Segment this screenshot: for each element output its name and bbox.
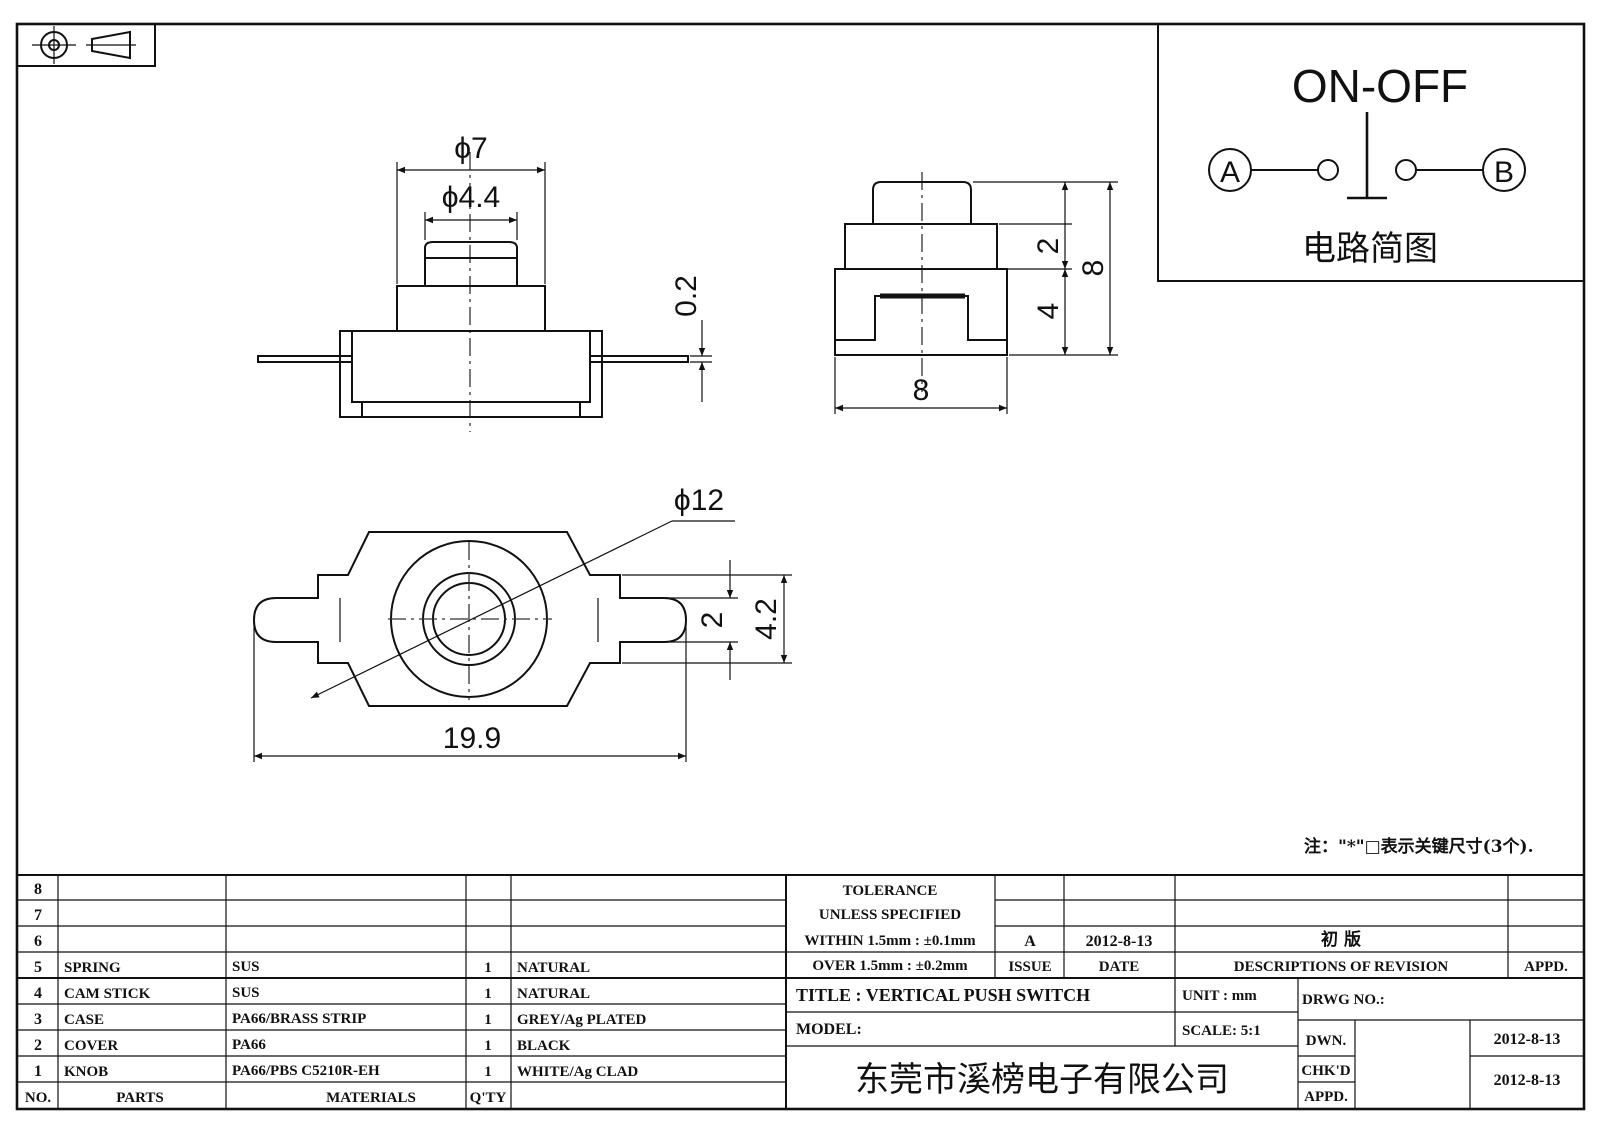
parts-rows-6-qty: 1 bbox=[484, 1038, 492, 1054]
parts-rows-4-qty: 1 bbox=[484, 986, 492, 1002]
dim-top-tab-width: 4.2 bbox=[750, 598, 783, 640]
drawing-title: TITLE : VERTICAL PUSH SWITCH bbox=[796, 985, 1090, 1005]
table-row: 1 KNOB PA66/PBS C5210R-EH 1 WHITE/Ag CLA… bbox=[34, 1063, 638, 1080]
table-row: 7 bbox=[34, 907, 42, 924]
parts-rows-0-no: 8 bbox=[34, 881, 42, 898]
dim-front-lead-thickness: 0.2 bbox=[670, 275, 703, 317]
table-row: 3 CASE PA66/BRASS STRIP 1 GREY/Ag PLATED bbox=[34, 1011, 646, 1028]
projection-symbol-icon bbox=[16, 23, 156, 67]
schematic-title: ON-OFF bbox=[1292, 60, 1468, 112]
title-block-chkd-label: CHK'D bbox=[1301, 1063, 1350, 1079]
table-row: 8 bbox=[34, 881, 42, 898]
key-dimension-note: 注："*"□表示关键尺寸(3个). bbox=[1304, 836, 1534, 857]
table-row: 4 CAM STICK SUS 1 NATURAL bbox=[34, 985, 590, 1002]
parts-rows-7-material: PA66/PBS C5210R-EH bbox=[232, 1063, 380, 1079]
parts-rows-5-qty: 1 bbox=[484, 1012, 492, 1028]
terminal-a-label: A bbox=[1220, 156, 1240, 189]
revision-issue-label: ISSUE bbox=[1008, 959, 1051, 975]
front-view: ϕ7 ϕ4.4 0.2 bbox=[257, 132, 712, 432]
dim-side-base-height: 4 bbox=[1032, 303, 1065, 320]
title-block-model-label: MODEL: bbox=[796, 1021, 862, 1038]
parts-header-part: PARTS bbox=[116, 1090, 164, 1106]
dim-top-overall-length: 19.9 bbox=[443, 722, 501, 755]
parts-list: 8 7 6 5 SPRING SUS 1 NATURAL 4 CAM STICK… bbox=[25, 881, 647, 1106]
circuit-schematic: ON-OFF A B 电路简图 bbox=[1157, 23, 1585, 282]
parts-rows-7-finish: WHITE/Ag CLAD bbox=[517, 1064, 638, 1080]
dim-front-d-inner: ϕ4.4 bbox=[442, 181, 501, 214]
parts-rows-3-no: 5 bbox=[34, 959, 42, 976]
title-block-appd-label: APPD. bbox=[1304, 1089, 1348, 1105]
parts-rows-2-no: 6 bbox=[34, 933, 42, 950]
dim-side-total-height: 8 bbox=[1077, 260, 1110, 277]
schematic-caption: 电路简图 bbox=[1302, 229, 1438, 269]
parts-rows-7-qty: 1 bbox=[484, 1064, 492, 1080]
parts-rows-6-material: PA66 bbox=[232, 1037, 266, 1053]
title-block-drwg-no: DRWG NO.: bbox=[1302, 992, 1385, 1008]
top-view: ϕ12 2 4.2 19.9 bbox=[252, 484, 792, 762]
parts-rows-5-material: PA66/BRASS STRIP bbox=[232, 1011, 366, 1027]
parts-rows-5-part: CASE bbox=[64, 1012, 104, 1028]
company-name: 东莞市溪榜电子有限公司 bbox=[855, 1060, 1229, 1100]
revision-desc-label: DESCRIPTIONS OF REVISION bbox=[1234, 959, 1449, 975]
parts-rows-4-material: SUS bbox=[232, 985, 260, 1001]
dim-front-d-outer: ϕ7 bbox=[454, 132, 488, 165]
title-block-chkd-date: 2012-8-13 bbox=[1494, 1072, 1561, 1089]
table-row: 2 COVER PA66 1 BLACK bbox=[34, 1037, 571, 1054]
tolerance-line1: TOLERANCE bbox=[843, 883, 938, 899]
dim-top-d-outer: ϕ12 bbox=[674, 484, 724, 517]
parts-rows-4-no: 4 bbox=[34, 985, 42, 1002]
revision-description: 初 版 bbox=[1321, 929, 1361, 950]
parts-rows-4-part: CAM STICK bbox=[64, 986, 151, 1002]
dim-side-width: 8 bbox=[913, 374, 930, 407]
parts-rows-5-no: 3 bbox=[34, 1011, 42, 1028]
tolerance-block: TOLERANCE UNLESS SPECIFIED WITHIN 1.5mm … bbox=[804, 883, 976, 974]
dim-side-button-height: 2 bbox=[1032, 238, 1065, 255]
table-header: NO. PARTS MATERIALS Q'TY bbox=[25, 1090, 507, 1106]
title-block-dwn-date: 2012-8-13 bbox=[1494, 1031, 1561, 1048]
tolerance-line3: WITHIN 1.5mm : ±0.1mm bbox=[804, 933, 976, 949]
parts-rows-6-finish: BLACK bbox=[517, 1038, 571, 1054]
title-block-unit: UNIT : mm bbox=[1182, 988, 1257, 1004]
parts-rows-4-finish: NATURAL bbox=[517, 986, 590, 1002]
parts-rows-3-part: SPRING bbox=[64, 960, 121, 976]
revision-date: 2012-8-13 bbox=[1086, 933, 1153, 950]
parts-rows-7-part: KNOB bbox=[64, 1064, 108, 1080]
revision-block: A 2012-8-13 初 版 ISSUE DATE DESCRIPTIONS … bbox=[1008, 929, 1568, 975]
parts-rows-3-finish: NATURAL bbox=[517, 960, 590, 976]
terminal-b-label: B bbox=[1494, 156, 1514, 189]
drawing-border bbox=[15, 22, 1586, 1111]
table-row: 5 SPRING SUS 1 NATURAL bbox=[34, 959, 590, 976]
parts-rows-7-no: 1 bbox=[34, 1063, 42, 1080]
side-view: 2 4 8 8 bbox=[834, 172, 1118, 414]
parts-rows-6-part: COVER bbox=[64, 1038, 118, 1054]
parts-header-no: NO. bbox=[25, 1090, 52, 1106]
title-info: TITLE : VERTICAL PUSH SWITCH MODEL: UNIT… bbox=[796, 985, 1560, 1105]
dim-top-lead-width: 2 bbox=[696, 612, 729, 629]
title-block-dwn-label: DWN. bbox=[1306, 1033, 1347, 1049]
title-block bbox=[17, 874, 1584, 1109]
parts-rows-6-no: 2 bbox=[34, 1037, 42, 1054]
parts-rows-3-material: SUS bbox=[232, 959, 260, 975]
parts-rows-1-no: 7 bbox=[34, 907, 42, 924]
revision-issue: A bbox=[1024, 933, 1036, 950]
parts-header-material: MATERIALS bbox=[326, 1090, 416, 1106]
revision-appd-label: APPD. bbox=[1524, 959, 1568, 975]
title-block-scale: SCALE: 5:1 bbox=[1182, 1023, 1261, 1039]
parts-rows-5-finish: GREY/Ag PLATED bbox=[517, 1012, 646, 1028]
parts-header-qty: Q'TY bbox=[470, 1090, 507, 1106]
tolerance-line2: UNLESS SPECIFIED bbox=[819, 907, 961, 923]
parts-rows-3-qty: 1 bbox=[484, 960, 492, 976]
tolerance-line4: OVER 1.5mm : ±0.2mm bbox=[812, 958, 968, 974]
table-row: 6 bbox=[34, 933, 42, 950]
revision-date-label: DATE bbox=[1099, 959, 1140, 975]
